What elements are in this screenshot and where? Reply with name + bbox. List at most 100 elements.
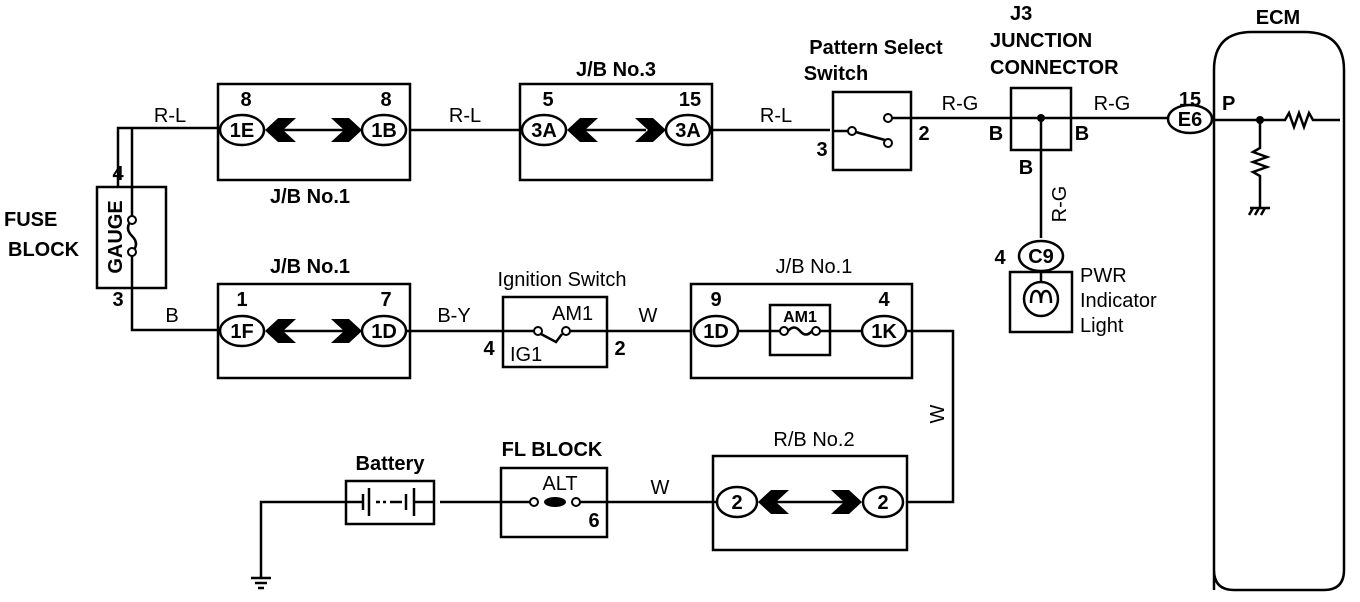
fuse-icon [787,326,813,336]
connector-label: C9 [1028,246,1054,268]
fuse-name: GAUGE [105,200,127,273]
switch-label: Pattern Select [809,37,943,59]
connector-label: 3A [531,120,557,142]
contact-label: IG1 [510,344,542,366]
battery-label: Battery [356,453,426,475]
fuse-name: ALT [542,473,577,495]
wire-fuse-to-jb1-bottom [130,288,218,332]
connector-label: 3A [675,120,701,142]
chevron-left-icon [567,118,598,142]
connector-1f [218,314,266,348]
connector-label: 1D [371,321,397,343]
jb1-bottom-left: J/B No.1 1 7 1F 1D [216,256,412,380]
pin-number: 3 [112,289,123,311]
connector-label: 2 [877,492,888,514]
fuse-block-label: FUSE [4,209,57,231]
connector-label: 1D [703,321,729,343]
connector-e6-label: E6 [1178,109,1202,131]
switch-label: Switch [804,63,868,85]
chevron-left-icon [265,319,296,343]
fuse-block: FUSE BLOCK GAUGE 4 3 [4,163,168,311]
fl-block: FL BLOCK ALT 6 [440,439,609,539]
jb1-top: J/B No.1 8 8 1E 1B [216,82,412,208]
filament-icon [1029,289,1053,304]
pin-number: 1 [236,289,247,311]
light-label: PWR [1080,265,1127,287]
ground-icon [251,576,271,590]
connector-2-right [861,485,905,519]
rb2-label: R/B No.2 [773,429,854,451]
pin-label: B [989,123,1003,145]
chevron-right-icon [831,490,862,514]
wire-battery-ground [259,500,346,578]
pin-number: 7 [380,289,391,311]
chevron-right-icon [331,118,362,142]
resistor-vertical [1249,120,1271,208]
pin-number: 6 [588,510,599,532]
chevron-left-icon [758,490,789,514]
wire-label: B-Y [437,305,470,327]
junction-label: CONNECTOR [990,57,1119,79]
junction-label: J3 [1010,3,1032,25]
jb3-label: J/B No.3 [576,59,656,81]
pin-number: 4 [878,289,890,311]
fl-block-label: FL BLOCK [502,439,603,461]
pin-label: B [1075,123,1089,145]
ground-icon [1247,206,1270,216]
wire-label: R-L [154,105,186,127]
wire-label: W [927,404,949,423]
wire-label: R-G [942,93,979,115]
wire-label: B [165,305,178,327]
pin-label: B [1019,157,1033,179]
chevron-right-icon [331,319,362,343]
fusible-link-icon [544,497,566,507]
jb1-top-label: J/B No.1 [270,186,350,208]
pin-number: 4 [483,338,495,360]
junction-connector: J3 JUNCTION CONNECTOR B B B [989,3,1168,238]
jb1-label: J/B No.1 [270,256,350,278]
connector-3a-left [520,113,568,147]
wire-fuse-to-jb1 [116,126,218,186]
chevron-right-icon [635,118,666,142]
jb1-bottom-right: J/B No.1 9 4 1D 1K AM1 [689,256,914,380]
pin-number: 4 [112,163,124,185]
fuse-block-label: BLOCK [8,239,80,261]
pin-number: 5 [542,89,553,111]
connector-label: 1B [371,120,397,142]
pin-number: 3 [816,139,827,161]
connector-label: 1K [871,321,897,343]
resistor-horizontal [1214,109,1340,131]
pin-number: 2 [614,338,625,360]
ecm-label: ECM [1256,7,1300,29]
wire-label: R-G [1094,93,1131,115]
light-label: Light [1080,315,1124,337]
battery: Battery [344,453,436,526]
ignition-switch: Ignition Switch IG1 AM1 4 2 [483,269,690,369]
wire-jb1-to-rb2 [906,329,955,504]
pin-number: 8 [240,89,251,111]
light-label: Indicator [1080,290,1157,312]
jb3: J/B No.3 5 15 3A 3A [518,59,714,182]
pin-number: 9 [710,289,721,311]
wire-label: W [639,305,658,327]
ecm-pin-name: P [1222,93,1235,115]
contact-label: AM1 [552,303,593,325]
pwr-indicator-light: 4 C9 PWR Indicator Light [994,239,1157,337]
ecm-outline [1212,30,1346,592]
wire-label: R-L [760,105,792,127]
fuse-icon [126,219,138,253]
connector-label: 1F [230,321,253,343]
pin-number: 4 [994,247,1006,269]
ecm: ECM 15 E6 P [1166,7,1346,592]
bulb-icon [1022,280,1060,318]
pin-number: 8 [380,89,391,111]
pin-number: 15 [679,89,701,111]
connector-1e [218,113,266,147]
connector-label: 2 [731,492,742,514]
pattern-select-switch: Pattern Select Switch 3 2 [804,37,1012,172]
wire-label: W [651,477,670,499]
pin-number: 2 [918,123,929,145]
wire-label: R-L [449,105,481,127]
junction-label: JUNCTION [990,30,1092,52]
